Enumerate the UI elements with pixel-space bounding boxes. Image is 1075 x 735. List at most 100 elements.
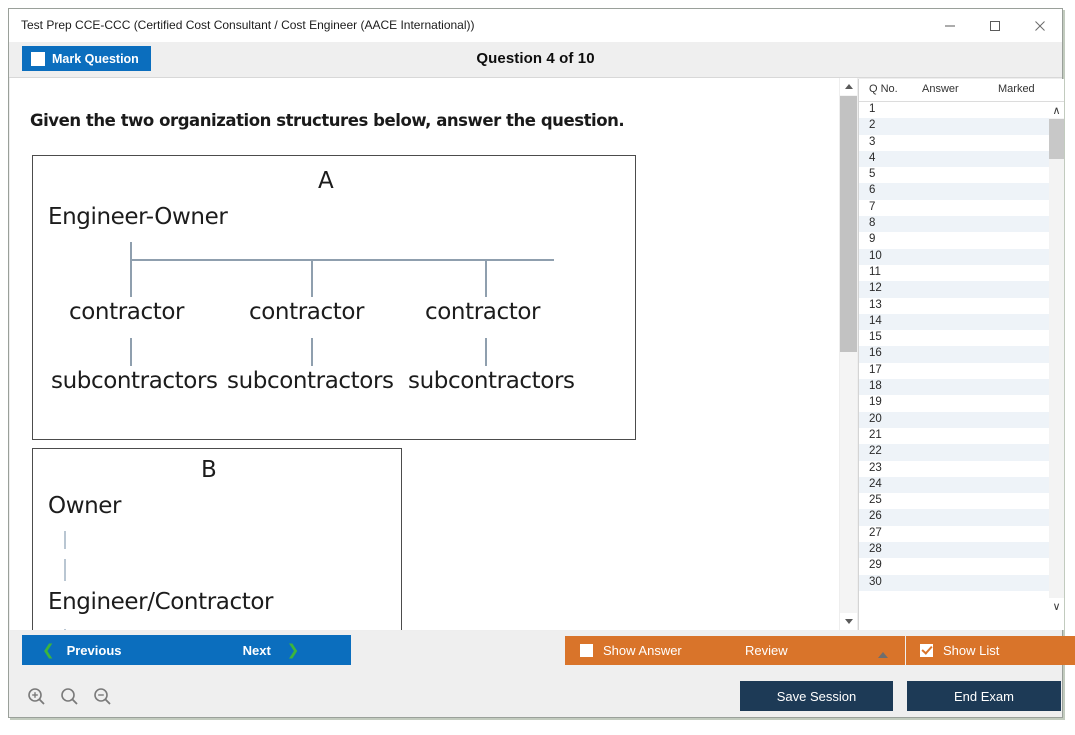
zoom-reset-icon[interactable] (60, 687, 79, 711)
connector-line (130, 338, 132, 366)
save-session-label: Save Session (776, 688, 857, 704)
save-session-button[interactable]: Save Session (740, 681, 893, 711)
close-button[interactable] (1017, 9, 1062, 42)
table-row[interactable]: 25 (859, 493, 1049, 509)
diagram-a-child: contractor (425, 299, 541, 325)
column-header-marked: Marked (998, 83, 1035, 95)
end-exam-label: End Exam (954, 688, 1014, 704)
chevron-left-icon: ❮ (42, 641, 55, 659)
maximize-button[interactable] (972, 9, 1017, 42)
question-number: 5 (869, 168, 876, 181)
table-row[interactable]: 20 (859, 411, 1049, 428)
table-row[interactable]: 16 (859, 346, 1049, 363)
list-scroll-thumb[interactable] (1049, 119, 1064, 159)
question-number: 25 (869, 494, 882, 507)
show-answer-checkbox[interactable] (580, 644, 593, 657)
table-row[interactable]: 8 (859, 216, 1049, 233)
chevron-down-icon (844, 619, 853, 624)
diagram-a-root: Engineer-Owner (48, 204, 228, 230)
content-scrollbar[interactable] (840, 78, 857, 630)
table-row[interactable]: 7 (859, 200, 1049, 216)
zoom-in-icon[interactable] (27, 687, 46, 711)
show-list-label: Show List (943, 643, 1000, 658)
connector-line (64, 629, 66, 630)
table-row[interactable]: 19 (859, 395, 1049, 411)
table-row[interactable]: 3 (859, 135, 1049, 151)
question-number: 27 (869, 526, 882, 539)
mark-question-checkbox[interactable] (31, 51, 45, 66)
table-row[interactable]: 15 (859, 330, 1049, 346)
question-number: 30 (869, 575, 882, 588)
table-row[interactable]: 30 (859, 574, 1049, 591)
list-scroll-up-button[interactable]: ∧ (1049, 102, 1064, 118)
list-scroll-track[interactable] (1049, 118, 1064, 598)
show-answer-button[interactable]: Show Answer (565, 636, 735, 665)
diagram-a-child: contractor (69, 299, 185, 325)
question-number: 2 (869, 119, 876, 132)
mark-question-button[interactable]: Mark Question (22, 46, 151, 71)
table-row[interactable]: 18 (859, 379, 1049, 396)
table-row[interactable]: 5 (859, 167, 1049, 183)
table-row[interactable]: 11 (859, 265, 1049, 281)
table-row[interactable]: 21 (859, 428, 1049, 444)
diagram-a-grandchild: subcontractors (227, 368, 394, 394)
table-row[interactable]: 27 (859, 526, 1049, 542)
table-row[interactable]: 13 (859, 298, 1049, 314)
table-row[interactable]: 9 (859, 232, 1049, 248)
zoom-out-icon[interactable] (93, 687, 112, 711)
table-row[interactable]: 1 (859, 102, 1049, 118)
table-row[interactable]: 4 (859, 150, 1049, 168)
question-number: 21 (869, 428, 882, 441)
chevron-down-icon: ∨ (1052, 599, 1061, 613)
page-title: Question 4 of 10 (476, 50, 595, 67)
show-answer-label: Show Answer (603, 643, 682, 658)
previous-label: Previous (66, 642, 122, 658)
table-row[interactable]: 10 (859, 248, 1049, 265)
question-number: 12 (869, 282, 882, 295)
question-number: 4 (869, 151, 876, 164)
chevron-up-icon (844, 84, 853, 89)
table-row[interactable]: 29 (859, 558, 1049, 574)
zoom-controls (27, 687, 112, 711)
diagram-b-child: Engineer/Contractor (48, 589, 274, 615)
previous-button[interactable]: ❮ Previous (22, 635, 197, 665)
question-number: 28 (869, 543, 882, 556)
diagram-b-label: B (201, 457, 217, 483)
end-exam-button[interactable]: End Exam (907, 681, 1061, 711)
minimize-button[interactable] (927, 9, 972, 42)
show-list-button[interactable]: Show List (906, 636, 1075, 665)
review-dropdown[interactable]: Review (733, 636, 905, 665)
table-row[interactable]: 23 (859, 461, 1049, 477)
list-scroll-down-button[interactable]: ∨ (1049, 598, 1064, 614)
table-row[interactable]: 14 (859, 313, 1049, 331)
question-number: 10 (869, 249, 882, 262)
chevron-up-icon (877, 647, 889, 662)
table-row[interactable]: 12 (859, 281, 1049, 298)
question-number: 14 (869, 314, 882, 327)
question-prompt: Given the two organization structures be… (30, 111, 625, 130)
diagram-a-child: contractor (249, 299, 365, 325)
question-number: 26 (869, 510, 882, 523)
table-row[interactable]: 22 (859, 444, 1049, 461)
show-list-checkbox[interactable] (920, 644, 933, 657)
content-scroll-down-button[interactable] (840, 613, 857, 630)
content-scroll-thumb[interactable] (840, 96, 857, 352)
table-row[interactable]: 24 (859, 476, 1049, 494)
table-row[interactable]: 17 (859, 363, 1049, 379)
question-list-scrollbar[interactable]: ∧ ∨ (1049, 102, 1064, 630)
question-number: 18 (869, 380, 882, 393)
minimize-icon (944, 20, 956, 32)
table-row[interactable]: 6 (859, 183, 1049, 200)
next-button[interactable]: Next ❯ (191, 635, 351, 665)
question-number: 23 (869, 461, 882, 474)
table-row[interactable]: 26 (859, 509, 1049, 526)
mark-question-label: Mark Question (52, 51, 139, 66)
connector-line (130, 259, 132, 297)
question-number: 17 (869, 363, 882, 376)
connector-line (130, 259, 554, 261)
connector-line (311, 259, 313, 297)
table-row[interactable]: 28 (859, 542, 1049, 559)
table-row[interactable]: 2 (859, 118, 1049, 135)
content-scroll-up-button[interactable] (840, 78, 857, 95)
